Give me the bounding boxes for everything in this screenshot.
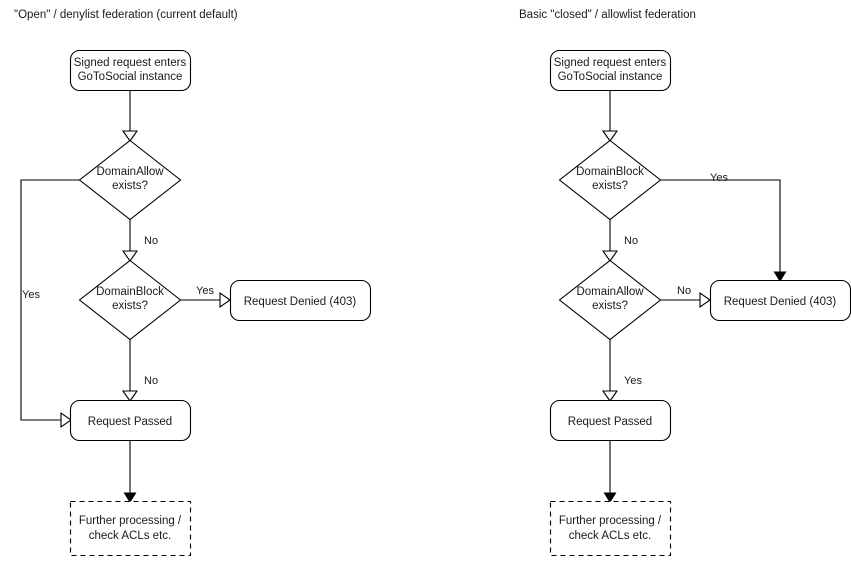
node-start-left-line1: Signed request enters [74,57,187,69]
node-request-denied-left-shape [229,279,372,322]
node-decision-domainblock-left: DomainBlock exists? [78,259,182,341]
node-request-passed-right: Request Passed [549,399,672,442]
edge-domainallow-yes-left: Yes [20,179,80,429]
edge-domainblock-no-left: No [121,339,158,402]
node-decision-domainblock-right-line1: DomainBlock [576,166,644,178]
node-decision-domainallow-left: DomainAllow exists? [78,139,182,221]
panel-title-closed-allowlist: Basic "closed" / allowlist federation [519,9,696,21]
node-further-processing-right-line1: Further processing / [559,515,662,527]
edge-label-domainallow-yes-left: Yes [22,289,40,301]
edge-label-domainblock-no-right: No [624,235,638,247]
edge-label-domainallow-yes-right: Yes [624,375,642,387]
node-request-denied-left: Request Denied (403) [229,279,372,322]
node-request-denied-right: Request Denied (403) [709,279,851,322]
edge-domainallow-no-right: No [660,285,711,309]
edge-start-to-domainallow-left [121,90,139,142]
node-start-left-line2: GoToSocial instance [78,71,183,83]
node-decision-domainallow-right-line1: DomainAllow [576,286,644,298]
edge-start-to-domainblock-right [601,90,619,142]
panel-open-denylist: "Open" / denylist federation (current de… [14,9,372,557]
panel-closed-allowlist: Basic "closed" / allowlist federation Si… [519,9,851,557]
edge-domainblock-yes-right: Yes [660,172,787,283]
edge-label-domainallow-no-right: No [677,285,691,297]
node-decision-domainallow-left-line1: DomainAllow [96,166,164,178]
edge-label-domainblock-no-left: No [144,375,158,387]
node-request-denied-right-label: Request Denied (403) [724,296,837,308]
edge-label-domainallow-no-left: No [144,235,158,247]
node-further-processing-right-line2: check ACLs etc. [569,530,651,542]
node-decision-domainallow-left-line2: exists? [112,180,148,192]
node-start-left: Signed request enters GoToSocial instanc… [69,49,192,92]
node-further-processing-left-line1: Further processing / [79,515,182,527]
node-request-passed-left-label: Request Passed [88,416,172,428]
node-decision-domainallow-right: DomainAllow exists? [558,259,662,341]
edge-domainblock-yes-left: Yes [180,285,231,309]
node-further-processing-right: Further processing / check ACLs etc. [549,500,672,557]
node-decision-domainblock-right: DomainBlock exists? [558,139,662,221]
edge-label-domainblock-yes-left: Yes [196,285,214,297]
node-request-passed-right-label: Request Passed [568,416,652,428]
edge-domainallow-yes-right: Yes [601,339,642,402]
node-further-processing-right-shape [549,500,672,557]
node-request-denied-left-label: Request Denied (403) [244,296,357,308]
node-decision-domainblock-left-line2: exists? [112,300,148,312]
edge-passed-to-further-right [603,440,617,504]
edge-label-domainblock-yes-right: Yes [710,172,728,184]
edge-domainallow-no-left: No [121,219,158,262]
node-further-processing-left-line2: check ACLs etc. [89,530,171,542]
node-decision-domainallow-right-line2: exists? [592,300,628,312]
node-decision-domainblock-right-line2: exists? [592,180,628,192]
node-request-passed-left: Request Passed [69,399,192,442]
node-start-right-line2: GoToSocial instance [558,71,663,83]
panel-title-open-denylist: "Open" / denylist federation (current de… [14,9,238,21]
node-further-processing-left-shape [69,500,192,557]
node-start-right: Signed request enters GoToSocial instanc… [549,49,672,92]
node-start-right-line1: Signed request enters [554,57,667,69]
node-decision-domainblock-left-line1: DomainBlock [96,286,164,298]
edge-domainblock-no-right: No [601,219,638,262]
edge-passed-to-further-left [123,440,137,504]
node-further-processing-left: Further processing / check ACLs etc. [69,500,192,557]
